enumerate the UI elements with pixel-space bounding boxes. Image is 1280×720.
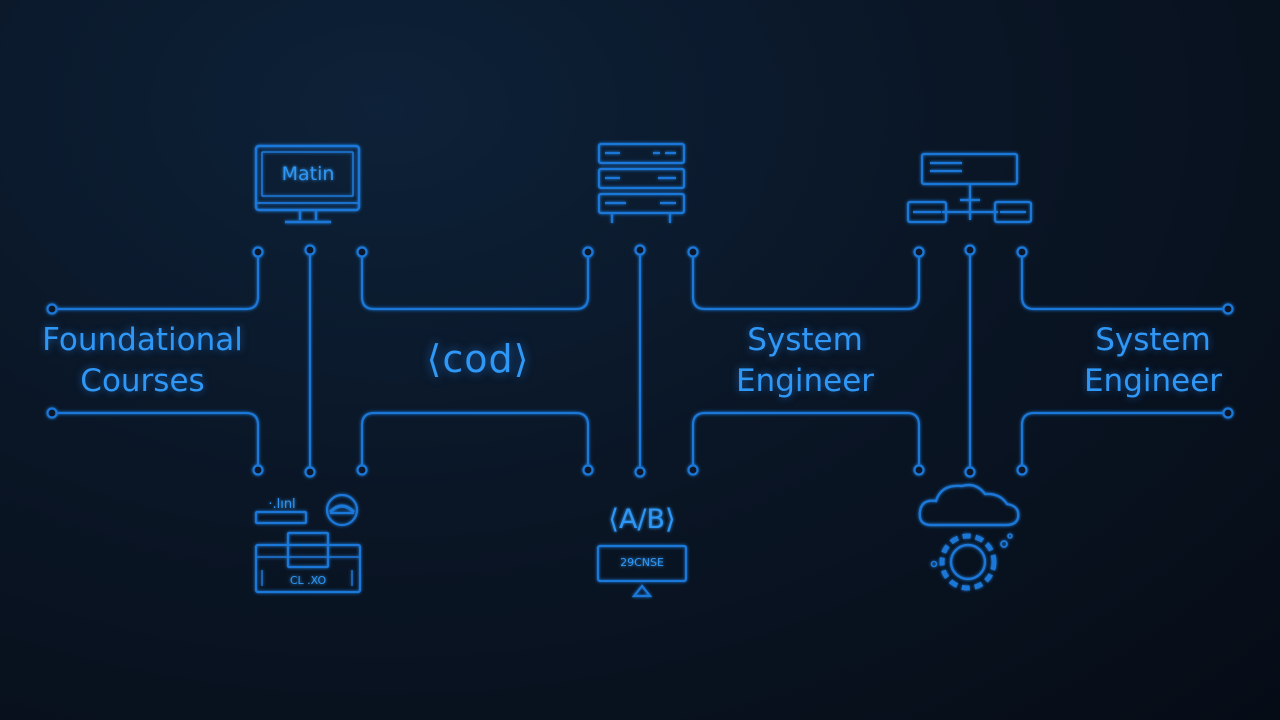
circuit-board-text: CL .XO (290, 574, 327, 587)
node (582, 246, 594, 258)
node (252, 246, 264, 258)
circuit-top-text: ·.lınl (268, 497, 295, 512)
node (252, 464, 264, 476)
circuit-board-icon: ·.lınl CL .XO (254, 493, 362, 594)
connector-bridge-1-bottom (360, 411, 590, 470)
node (964, 244, 976, 256)
node (1222, 407, 1234, 419)
ab-test-icon: ⟨A/B⟩ 29CNSE (596, 504, 688, 598)
connector-bridge-2-top (691, 252, 921, 311)
foundational-courses-label: Foundational Courses (20, 320, 265, 402)
connector-bridge-1-top (360, 252, 590, 311)
node (356, 246, 368, 258)
node (687, 246, 699, 258)
connector-left-bottom (52, 411, 260, 470)
node (304, 466, 316, 478)
node (687, 464, 699, 476)
node (582, 464, 594, 476)
node (304, 244, 316, 256)
node (1016, 464, 1028, 476)
node (46, 303, 58, 315)
code-tag-label: ⟨cod⟩ (426, 337, 530, 381)
node (913, 464, 925, 476)
system-engineer-2-line-2: Engineer (1083, 363, 1223, 399)
node (964, 466, 976, 478)
system-engineer-1-line-1: System (747, 322, 863, 358)
connector-nodes (46, 244, 1234, 478)
gauge-icon (325, 493, 359, 527)
ab-panel-text: 29CNSE (620, 556, 664, 569)
network-topology-icon (906, 152, 1033, 224)
node (356, 464, 368, 476)
foundational-line-2: Courses (80, 363, 205, 399)
system-engineer-label-1: System Engineer (710, 320, 900, 402)
node (1222, 303, 1234, 315)
system-engineer-1-line-2: Engineer (735, 363, 875, 399)
system-engineer-label-2: System Engineer (1058, 320, 1248, 402)
node (913, 246, 925, 258)
node (634, 244, 646, 256)
cloud-gear-icon (918, 483, 1020, 591)
node (1016, 246, 1028, 258)
monitor-screen-text: Matin (282, 163, 335, 185)
node (46, 407, 58, 419)
connector-lines (52, 250, 1228, 472)
connector-left-top (52, 252, 260, 311)
node (634, 466, 646, 478)
system-engineer-2-line-1: System (1095, 322, 1211, 358)
connector-right-bottom (1020, 411, 1228, 470)
monitor-icon: Matin (254, 144, 361, 224)
connector-bridge-2-bottom (691, 411, 921, 470)
ab-tag-text: ⟨A/B⟩ (608, 504, 675, 535)
server-rack-icon (597, 142, 686, 223)
connector-right-top (1020, 252, 1228, 311)
foundational-line-1: Foundational (42, 322, 243, 358)
